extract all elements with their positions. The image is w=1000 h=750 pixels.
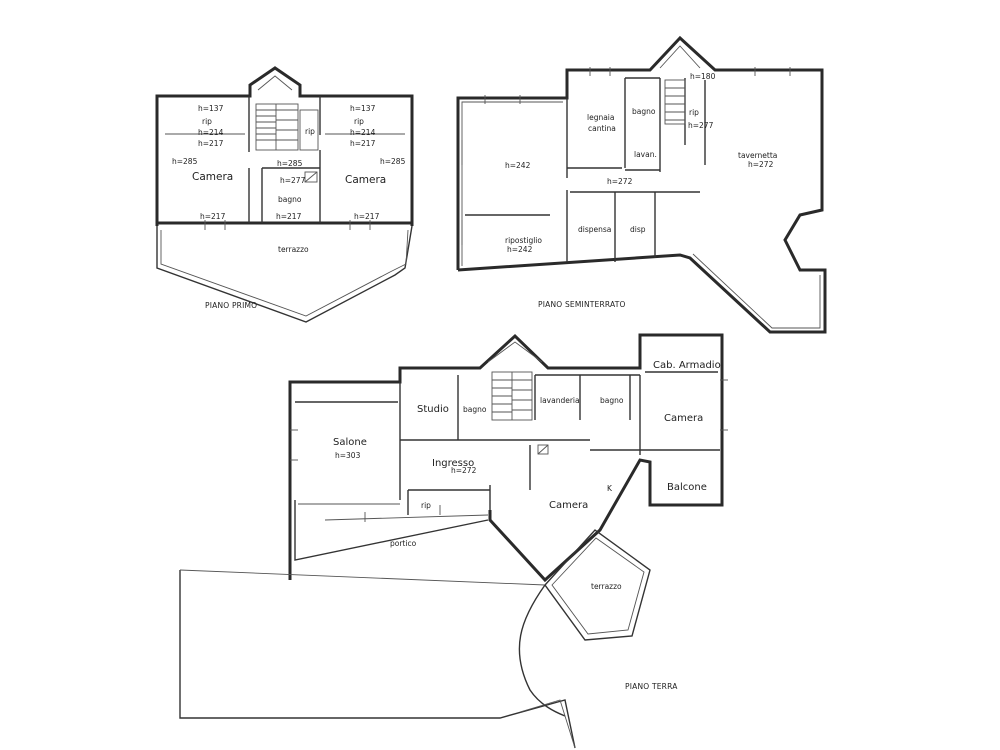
semi-right-wall [457, 160, 827, 334]
primo-h137-left: h=137 [198, 104, 224, 113]
terra-cab-armadio: Cab. Armadio [653, 360, 721, 371]
terra-rip: rip [421, 501, 431, 510]
semi-disp: disp [630, 225, 646, 234]
primo-stairs [255, 103, 299, 151]
terra-right-wall [488, 455, 724, 583]
primo-rip-left: rip [202, 117, 212, 126]
primo-h217-bottom-left: h=217 [200, 212, 226, 221]
semi-legnaia: legnaia [587, 113, 615, 122]
terra-stairs [491, 371, 533, 421]
primo-camera-right-label: Camera [345, 174, 386, 186]
primo-h217-right: h=217 [350, 139, 376, 148]
semi-taverna-h: h=272 [748, 160, 774, 169]
primo-h217-bottom-center: h=217 [276, 212, 302, 221]
primo-rip-box [299, 109, 319, 151]
primo-terrazzo-outline [156, 225, 413, 323]
primo-h285-left: h=285 [172, 157, 198, 166]
terra-portico [294, 500, 489, 561]
terra-k: K [607, 484, 613, 493]
semi-ripostiglio-h: h=242 [507, 245, 533, 254]
primo-rip-right: rip [354, 117, 364, 126]
primo-h277: h=277 [280, 176, 306, 185]
terra-terrazzo-outline [544, 529, 651, 641]
semi-lavan: lavan. [634, 150, 657, 159]
semi-caption: PIANO SEMINTERRATO [538, 300, 626, 309]
semi-stairs [664, 79, 686, 125]
semi-h-rip-top: h=180 [690, 72, 716, 81]
semi-gable [659, 45, 701, 69]
terra-portico-label: portico [390, 539, 417, 548]
semi-cantina: cantina [588, 124, 616, 133]
primo-caption: PIANO PRIMO [205, 301, 257, 310]
semi-h272: h=272 [607, 177, 633, 186]
terra-lavanderia: lavanderia [540, 396, 580, 405]
terra-gable [487, 341, 543, 363]
terra-camera-center: Camera [549, 500, 588, 511]
terra-ingresso-h: h=272 [451, 466, 477, 475]
semi-bagno: bagno [632, 107, 656, 116]
primo-h217-bottom-right: h=217 [354, 212, 380, 221]
primo-h137-right: h=137 [350, 104, 376, 113]
primo-camera-left-label: Camera [192, 171, 233, 183]
terra-garden-boundary [179, 570, 576, 749]
primo-h217-left: h=217 [198, 139, 224, 148]
primo-h214-right: h=214 [350, 128, 376, 137]
primo-terrazzo-label: terrazzo [278, 245, 309, 254]
terra-salone-h: h=303 [335, 451, 361, 460]
semi-dispensa: dispensa [578, 225, 611, 234]
terra-ingresso: Ingresso [432, 458, 474, 469]
semi-taverna: tavernetta [738, 151, 777, 160]
primo-h285-center: h=285 [277, 159, 303, 168]
plan-piano-terra: Cab. Armadio Studio bagno lavanderia bag… [179, 333, 728, 749]
primo-bagno-label: bagno [278, 195, 302, 204]
terra-caption: PIANO TERRA [625, 682, 678, 691]
primo-h214-left: h=214 [198, 128, 224, 137]
terra-bagno-1: bagno [463, 405, 487, 414]
semi-ripostiglio: ripostiglio [505, 236, 542, 245]
semi-outer-wall [456, 35, 824, 270]
semi-rip: rip [689, 108, 699, 117]
primo-h285-right: h=285 [380, 157, 406, 166]
terra-salone: Salone [333, 437, 367, 448]
terra-bagno-2: bagno [600, 396, 624, 405]
primo-outer-wall [155, 66, 414, 226]
terra-studio: Studio [417, 404, 449, 415]
terra-outer-wall [288, 333, 724, 580]
plan-piano-seminterrato: h=242 legnaia cantina bagno lavan. rip h… [456, 35, 827, 334]
plan-piano-primo: h=137 rip h=214 h=217 h=285 Camera rip h… [155, 66, 414, 323]
terra-camera-right: Camera [664, 413, 703, 424]
terra-terrazzo-label: terrazzo [591, 582, 622, 591]
primo-rip-center: rip [305, 127, 315, 136]
primo-shower [304, 171, 318, 183]
semi-h242: h=242 [505, 161, 531, 170]
terra-balcone: Balcone [667, 482, 707, 493]
terra-driveway [518, 584, 566, 717]
primo-gable [257, 75, 293, 91]
semi-h277: h=277 [688, 121, 714, 130]
